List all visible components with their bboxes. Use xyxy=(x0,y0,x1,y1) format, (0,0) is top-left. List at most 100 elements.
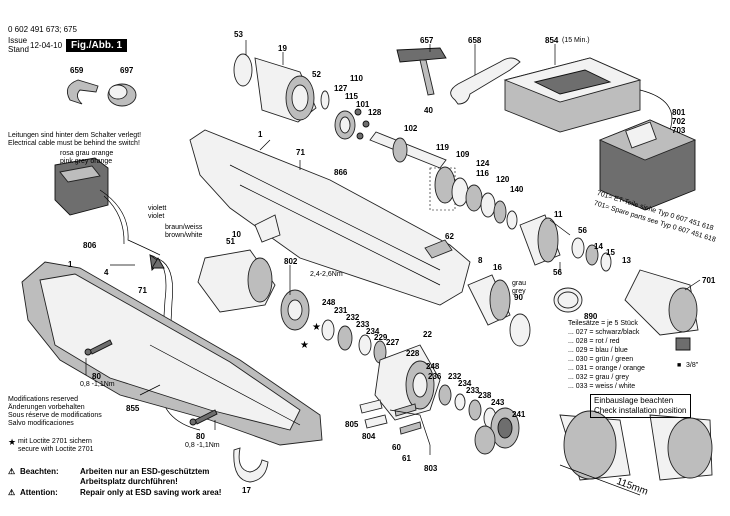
wiring-note-en: Electrical cable must be behind the swit… xyxy=(8,140,140,147)
callout-1a: 1 xyxy=(258,130,263,139)
callout-234b: 234 xyxy=(458,379,472,388)
callout-17: 17 xyxy=(242,486,251,495)
callout-128: 128 xyxy=(368,108,382,117)
callout-231: 231 xyxy=(334,306,348,315)
callout-140: 140 xyxy=(510,185,524,194)
torque-note-3: 0,8 -1,1Nm xyxy=(185,442,220,449)
callout-10: 10 xyxy=(232,230,241,239)
part-231-planet-gear-set xyxy=(321,319,387,364)
callout-701: 701 xyxy=(702,276,716,285)
part-installation-detail xyxy=(559,410,713,496)
part-60-pin xyxy=(394,403,417,417)
part-22-ring-gear xyxy=(374,344,441,421)
part-19-motor-housing xyxy=(254,57,317,123)
callout-233: 233 xyxy=(356,320,370,329)
part-10-clip xyxy=(254,214,281,243)
callout-71a: 71 xyxy=(296,148,305,157)
callout-16: 16 xyxy=(493,263,502,272)
drive-size-marker-icon: ■ xyxy=(677,362,682,369)
esd-de-line1: Arbeiten nur an ESD-geschütztem xyxy=(80,467,210,476)
loctite-star-1: ★ xyxy=(312,322,321,333)
part-806-switch xyxy=(54,157,201,431)
callout-71b: 71 xyxy=(138,286,147,295)
esd-warning-icon: ⚠ xyxy=(8,467,16,476)
part-53-ring xyxy=(233,53,253,87)
part-701-angle-head xyxy=(624,269,699,351)
callout-15: 15 xyxy=(606,248,615,257)
part-243-gear xyxy=(474,425,496,455)
part-866-gear-housing xyxy=(189,129,471,306)
callout-806: 806 xyxy=(83,241,97,250)
esd-marker-icon xyxy=(151,257,165,269)
sets-label: Teilesätze = je 5 Stück xyxy=(568,320,638,327)
callout-13: 13 xyxy=(622,256,631,265)
callout-234: 234 xyxy=(366,327,380,336)
part-802-motor xyxy=(197,249,310,331)
set-033: ... 033 = weiss / white xyxy=(568,383,636,390)
callout-40: 40 xyxy=(424,106,433,115)
callout-102: 102 xyxy=(404,124,418,133)
part-657-torx-key xyxy=(396,47,447,96)
installation-box-en: Check installation position xyxy=(594,406,687,415)
callout-803: 803 xyxy=(424,464,438,473)
esd-de-label: Beachten: xyxy=(20,467,59,476)
figure-label: Fig./Abb. 1 xyxy=(66,39,128,52)
loctite-star-icon: ★ xyxy=(8,437,17,447)
callout-120: 120 xyxy=(496,175,510,184)
callout-658: 658 xyxy=(468,36,482,45)
part-52-washer xyxy=(320,90,330,110)
callout-804: 804 xyxy=(362,432,376,441)
callout-227: 227 xyxy=(386,338,400,347)
mods-fr: Sous réserve de modifications xyxy=(8,412,102,419)
mods-de: Änderungen vorbehalten xyxy=(8,404,85,411)
issue-label-de: Stand xyxy=(8,45,29,54)
part-62-block xyxy=(424,239,453,259)
part-803-cable xyxy=(389,409,431,446)
callout-232b: 232 xyxy=(448,372,462,381)
esd-attention-icon: ⚠ xyxy=(8,488,16,497)
callout-703: 703 xyxy=(672,126,686,135)
callout-854: 854 xyxy=(545,36,559,45)
part-804-strip xyxy=(364,414,388,429)
callout-80a: 80 xyxy=(92,372,101,381)
loctite-star-2: ★ xyxy=(300,340,309,351)
torque-note-1: 2,4-2,6Nm xyxy=(310,271,343,278)
esd-en: Repair only at ESD saving work area! xyxy=(80,488,222,497)
part-102-spindle xyxy=(369,131,447,169)
brown-white-label: braun/weiss brown/white xyxy=(165,224,203,239)
callout-802: 802 xyxy=(284,257,298,266)
callout-236: 236 xyxy=(428,372,442,381)
callout-232: 232 xyxy=(346,313,360,322)
callout-229: 229 xyxy=(374,333,388,342)
callout-51: 51 xyxy=(226,237,235,246)
callout-62: 62 xyxy=(445,232,454,241)
callout-4: 4 xyxy=(104,268,109,277)
drive-size: 3/8" xyxy=(686,362,699,369)
loctite-de: mit Loctite 2701 sichern xyxy=(18,438,92,445)
callout-109: 109 xyxy=(456,150,470,159)
callout-101: 101 xyxy=(356,100,370,109)
set-030: ... 030 = grün / green xyxy=(568,356,634,363)
grey-label: grau grey xyxy=(512,280,527,295)
callout-56b: 56 xyxy=(553,268,562,277)
callout-866: 866 xyxy=(334,168,348,177)
callout-241: 241 xyxy=(512,410,526,419)
callout-90: 90 xyxy=(514,293,523,302)
set-029: ... 029 = blau / blue xyxy=(568,347,628,354)
part-805-strip xyxy=(359,399,383,414)
issue-date: 12-04-10 xyxy=(30,41,63,50)
part-241-gear-set xyxy=(438,384,520,449)
part-80-screw-a xyxy=(84,339,113,356)
part-61-pin xyxy=(399,421,422,435)
part-90-ring xyxy=(509,313,531,347)
callout-116: 116 xyxy=(476,169,489,178)
part-801-battery xyxy=(598,119,697,211)
charger-note: (15 Min.) xyxy=(562,37,590,44)
mods-en: Modifications reserved xyxy=(8,396,79,403)
callout-855: 855 xyxy=(126,404,140,413)
callout-127: 127 xyxy=(334,84,348,93)
lead-lines xyxy=(85,40,701,455)
callout-8: 8 xyxy=(478,256,483,265)
violet-label: violett violet xyxy=(148,205,167,220)
